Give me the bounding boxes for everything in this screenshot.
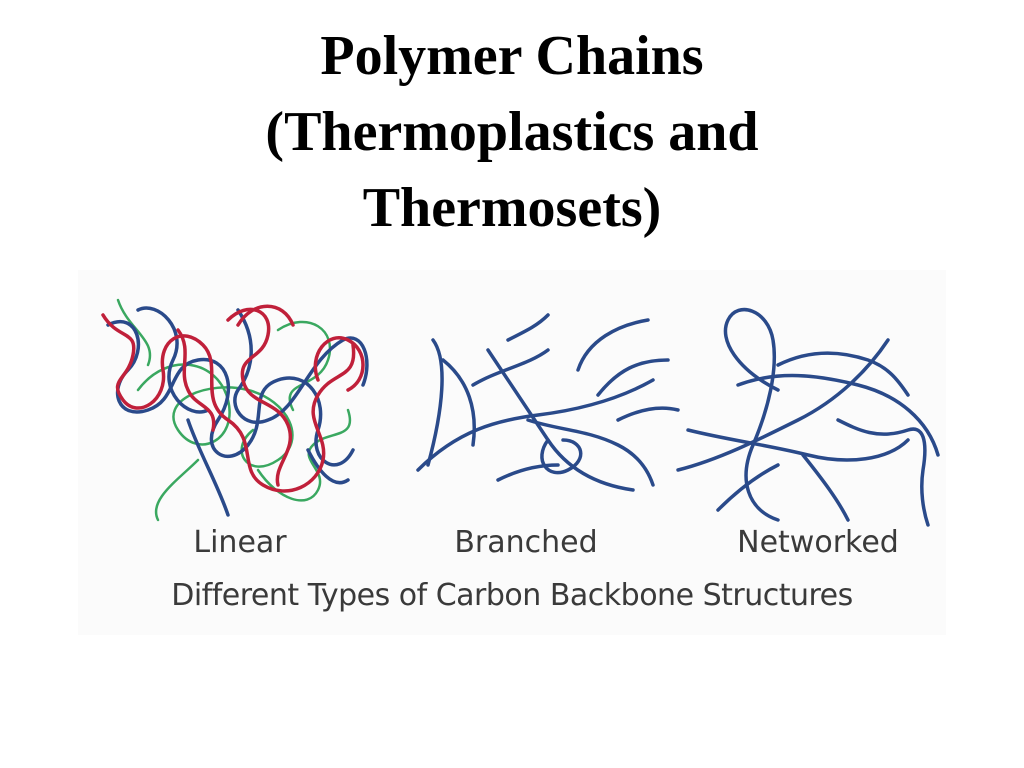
networked-chain-2 bbox=[676, 338, 890, 472]
title-line-1: Polymer Chains bbox=[320, 25, 704, 87]
networked-label: Networked bbox=[737, 525, 899, 560]
networked-loop bbox=[723, 308, 780, 522]
slide-title: Polymer Chains (Thermoplastics and Therm… bbox=[0, 18, 1024, 246]
networked-chain-4 bbox=[776, 351, 910, 397]
branched-branch-1 bbox=[441, 358, 476, 447]
figure-caption: Different Types of Carbon Backbone Struc… bbox=[171, 578, 853, 613]
linear-chain-red-1 bbox=[101, 313, 356, 493]
networked-chain-1 bbox=[686, 428, 910, 462]
title-line-3: Thermosets) bbox=[362, 177, 662, 239]
linear-chain-red-2 bbox=[226, 304, 295, 487]
branched-backbone-1 bbox=[426, 338, 444, 467]
linear-chain-green-2 bbox=[154, 408, 352, 522]
branched-branch-5 bbox=[576, 318, 650, 372]
branched-branch-9 bbox=[616, 406, 680, 422]
title-line-2: (Thermoplastics and bbox=[265, 101, 759, 163]
linear-chain-red-3 bbox=[176, 328, 365, 432]
polymer-structures-figure: Linear Branched Networked Different Type… bbox=[78, 270, 946, 635]
linear-chain-green-1 bbox=[136, 363, 294, 468]
branched-branch-3 bbox=[506, 313, 550, 342]
branched-backbone-2 bbox=[416, 378, 655, 472]
branched-label: Branched bbox=[454, 525, 598, 560]
networked-chains bbox=[676, 308, 940, 527]
branched-branch-7 bbox=[526, 418, 655, 487]
branched-branch-6 bbox=[596, 358, 670, 397]
networked-chain-7 bbox=[801, 453, 850, 522]
linear-chain-blue-2 bbox=[136, 306, 369, 424]
branched-chains bbox=[416, 313, 680, 492]
linear-chains bbox=[101, 298, 369, 522]
networked-chain-5 bbox=[836, 418, 930, 527]
linear-chain-blue-1 bbox=[106, 320, 355, 467]
linear-chain-green-3 bbox=[116, 298, 332, 412]
branched-branch-2 bbox=[471, 348, 550, 387]
branched-branch-4 bbox=[540, 438, 583, 475]
polymer-chains-illustration bbox=[101, 298, 940, 527]
networked-chain-3 bbox=[736, 373, 940, 457]
linear-label: Linear bbox=[193, 525, 287, 560]
linear-chain-blue-3 bbox=[186, 418, 350, 517]
branched-branch-8 bbox=[496, 463, 560, 482]
networked-chain-6 bbox=[716, 463, 780, 512]
